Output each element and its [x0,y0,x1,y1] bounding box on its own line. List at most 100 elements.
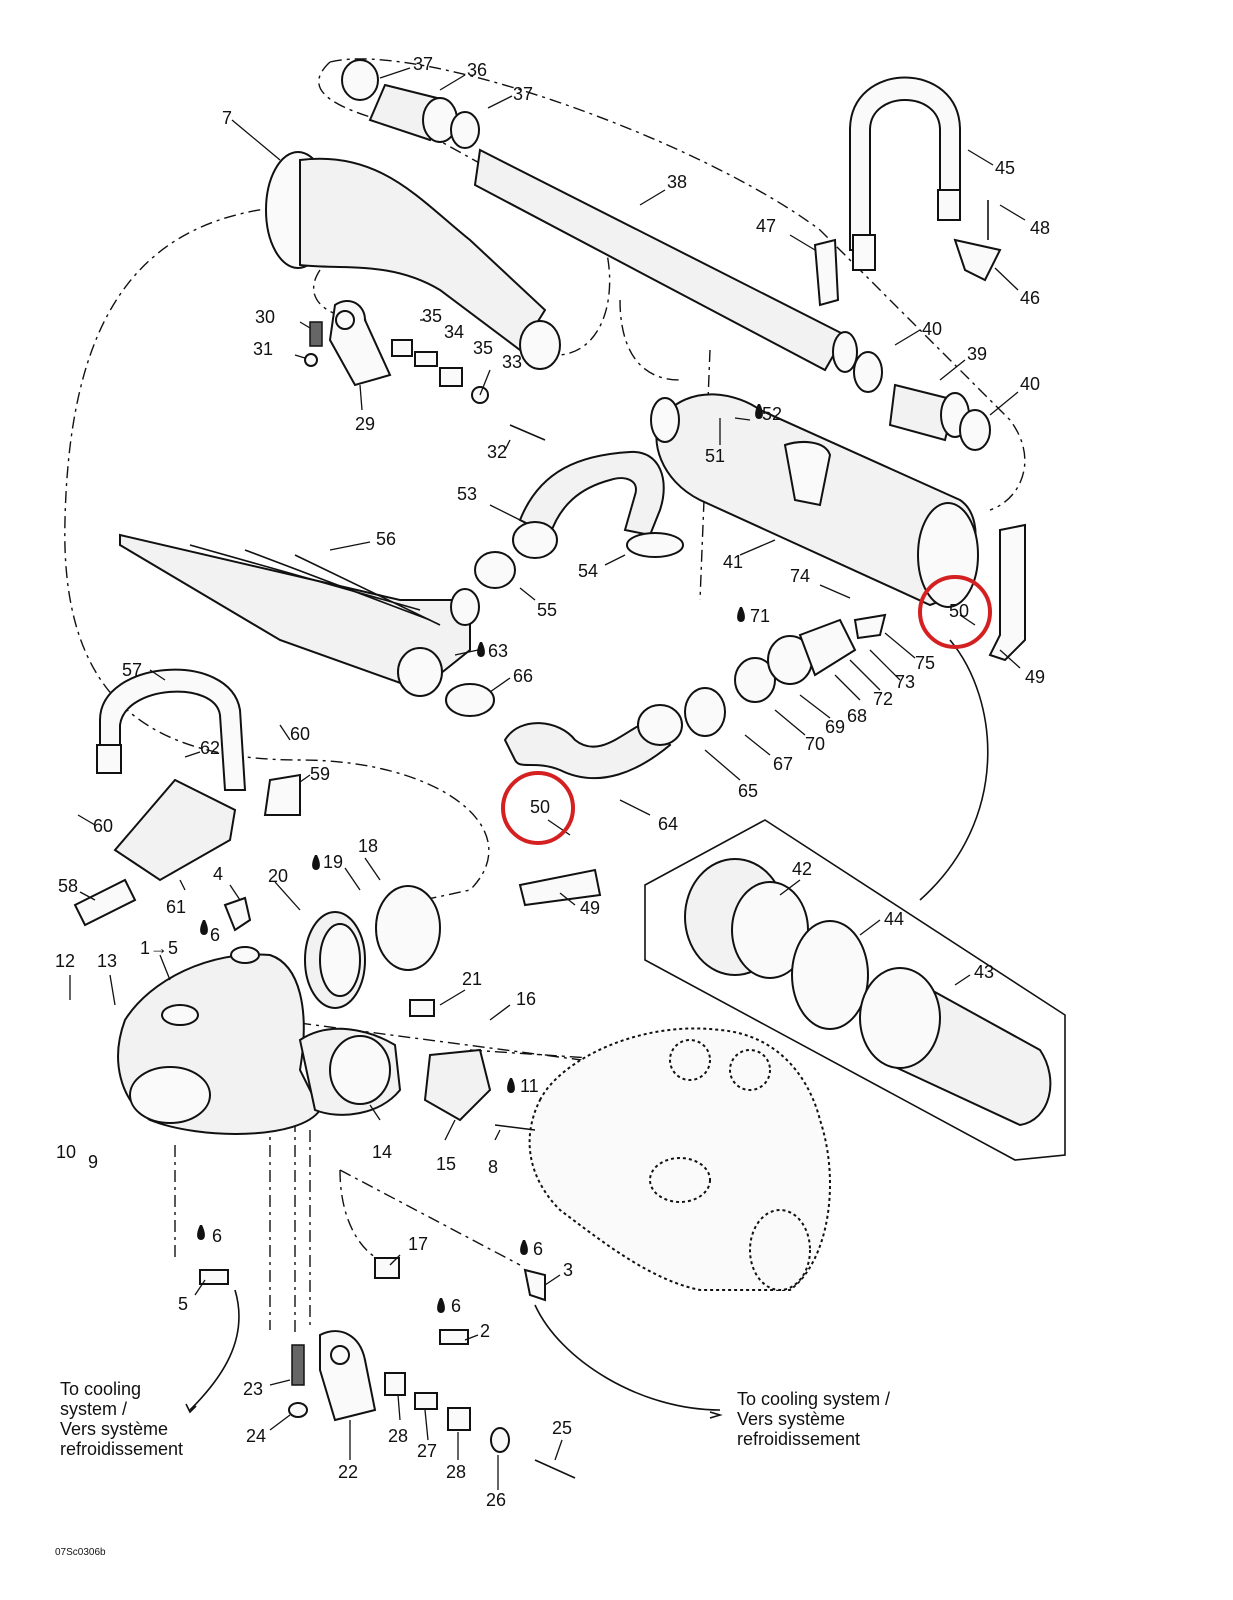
tuned-pipe-56 [119,533,495,717]
callout-label: 66 [513,666,533,686]
strap-57-shield-61 [73,668,301,927]
callout-label: 21 [462,969,482,989]
callout-label: 42 [792,859,812,879]
leader-lines [69,67,1026,1490]
drop-icon [755,404,763,419]
right-note-line: refroidissement [737,1429,860,1449]
callout-label: 30 [255,307,275,327]
lubricant-drop-icons [197,404,763,1313]
gaskets-14-21 [223,885,536,1131]
callout-label: 68 [847,706,867,726]
callout-label: 47 [756,216,776,236]
callout-label: 35 [422,306,442,326]
drop-icon [197,1225,205,1240]
right-note-line: Vers système [737,1409,845,1429]
callout-label: 64 [658,814,678,834]
callout-label: 28 [388,1426,408,1446]
callout-labels: 7 37 36 37 38 45 47 48 46 40 39 40 52 51… [55,54,1050,1510]
callout-label: 6 [533,1239,543,1259]
callout-label: 48 [1030,218,1050,238]
drop-icon [312,855,320,870]
exhaust-pipe-7 [265,151,561,370]
callout-label: 19 [323,852,343,872]
drop-icon [737,607,745,622]
brackets-46-47-48 [813,200,1002,307]
callout-label: 17 [408,1234,428,1254]
coupler-39-40 [853,351,991,451]
callout-label: 2 [480,1321,490,1341]
callout-label: 9 [88,1152,98,1172]
callout-label: 41 [723,552,743,572]
callout-label: 22 [338,1462,358,1482]
fasteners-29-35 [304,300,546,441]
callout-label: 43 [974,962,994,982]
callout-label: 27 [417,1441,437,1461]
callout-label: 7 [222,108,232,128]
figure-reference: 07Sc0306b [55,1547,106,1558]
highlight-circle [501,771,575,845]
callout-label: 61 [166,897,186,917]
callout-label: 67 [773,754,793,774]
tail-pipe-assembly [341,59,858,373]
callout-label: 56 [376,529,396,549]
callout-label: 34 [444,322,464,342]
callout-label: 50 [530,797,550,817]
callout-label: 49 [1025,667,1045,687]
callout-label: 23 [243,1379,263,1399]
resonator-box [644,819,1066,1161]
callout-label: 62 [200,738,220,758]
callout-label: 70 [805,734,825,754]
callout-label: 6 [212,1226,222,1246]
callout-label: 60 [93,816,113,836]
callout-label: 55 [537,600,557,620]
callout-label: 72 [873,689,893,709]
left-note-line: Vers système [60,1419,168,1439]
callout-label: 59 [310,764,330,784]
callout-label: 33 [502,352,522,372]
strap-49 [518,523,1026,907]
callout-label: 6 [451,1296,461,1316]
callout-label: 12 [55,951,75,971]
callout-label: 26 [486,1490,506,1510]
callout-label: 54 [578,561,598,581]
callout-label: 1→5 [140,938,178,958]
left-note-line: refroidissement [60,1439,183,1459]
cooling-lines [189,639,989,1411]
callout-label: 38 [667,172,687,192]
callout-label: 32 [487,442,507,462]
callout-label: 20 [268,866,288,886]
callout-label: 51 [705,446,725,466]
callout-label: 73 [895,672,915,692]
callout-label: 58 [58,876,78,896]
hose-53 [474,450,684,589]
engine-block [528,1027,831,1291]
callout-label: 75 [915,653,935,673]
lower-fasteners [199,1257,576,1479]
callout-label: 57 [122,660,142,680]
callout-label: 25 [552,1418,572,1438]
callout-label: 36 [467,60,487,80]
callout-label: 65 [738,781,758,801]
callout-label: 37 [413,54,433,74]
callout-label: 5 [178,1294,188,1314]
callout-label: 10 [56,1142,76,1162]
callout-label: 44 [884,909,904,929]
callout-label: 8 [488,1157,498,1177]
callout-label: 40 [1020,374,1040,394]
callout-label: 15 [436,1154,456,1174]
callout-label: 13 [97,951,117,971]
callout-label: 3 [563,1260,573,1280]
callout-label: 69 [825,717,845,737]
callout-label: 52 [762,404,782,424]
highlight-circle [918,575,992,649]
drop-icon [507,1078,515,1093]
callout-label: 60 [290,724,310,744]
callout-label: 29 [355,414,375,434]
cooling-notes: To cooling system / Vers système refroid… [60,1379,890,1459]
callout-label: 24 [246,1426,266,1446]
callout-label: 45 [995,158,1015,178]
right-note-line: To cooling system / [737,1389,890,1409]
callout-label: 14 [372,1142,392,1162]
callout-label: 4 [213,864,223,884]
